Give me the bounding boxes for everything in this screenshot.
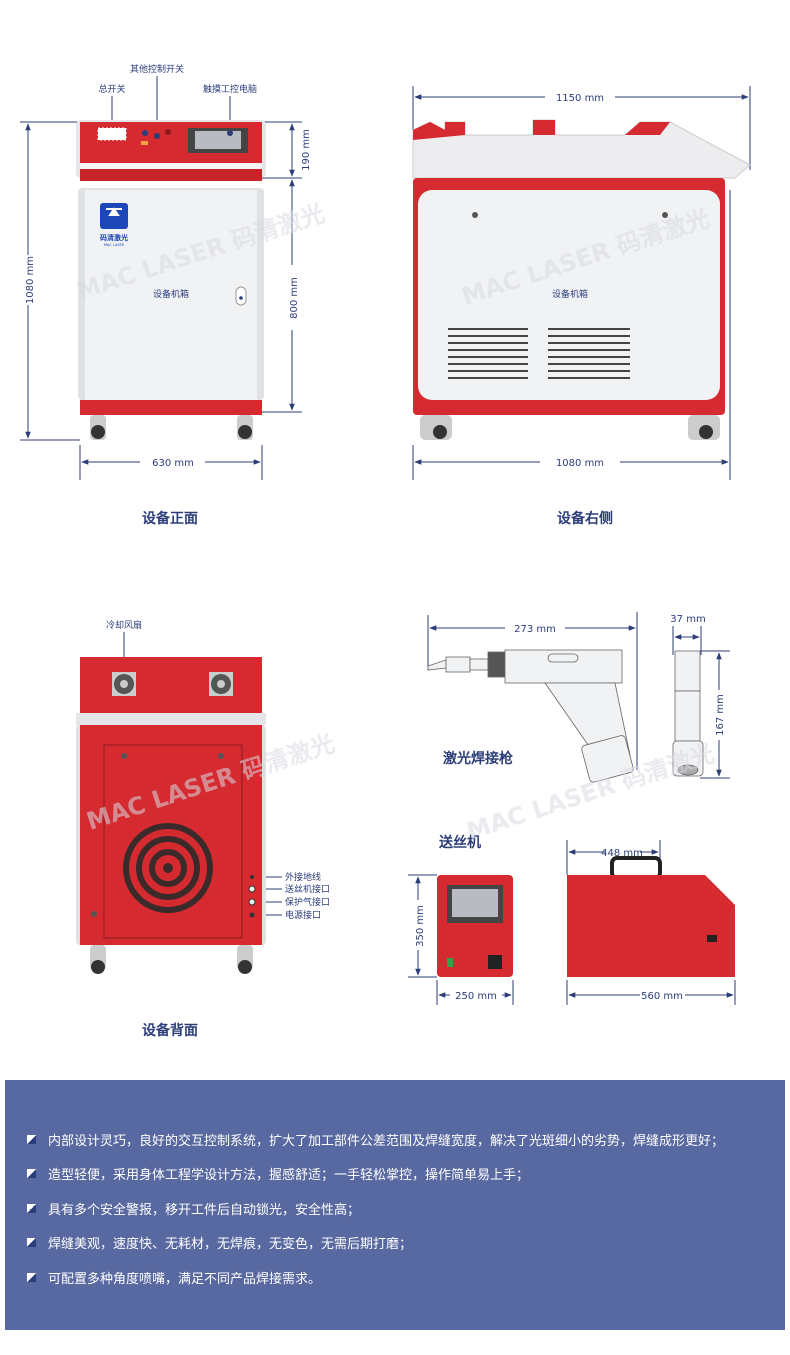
bullet-icon (27, 1135, 36, 1144)
dim-front-width: 630 mm (152, 458, 194, 469)
fan-icon (209, 672, 233, 696)
label-touch-pc: 触摸工控电脑 (203, 83, 257, 95)
feature-item: 可配置多种角度喷嘴，满足不同产品焊接需求。 (27, 1268, 321, 1287)
label-main-switch: 总开关 (98, 83, 125, 95)
caption-side: 设备右侧 (557, 510, 613, 527)
feature-text: 可配置多种角度喷嘴，满足不同产品焊接需求。 (48, 1272, 322, 1287)
dim-gun-width: 37 mm (670, 614, 705, 625)
logo-subtext: MAC LASER (104, 243, 125, 247)
label-side-cabinet: 设备机箱 (552, 288, 588, 300)
feature-text: 具有多个安全警报，移开工件后自动锁光，安全性高； (48, 1203, 361, 1218)
label-cooling-fan: 冷却风扇 (106, 619, 142, 631)
dim-feeder-length: 560 mm (641, 991, 683, 1002)
dim-front-body: 800 mm (289, 277, 300, 319)
caption-back: 设备背面 (142, 1022, 198, 1039)
label-feeder-port: 送丝机接口 (285, 883, 330, 895)
feature-item: 造型轻便，采用身体工程学设计方法，握感舒适；一手轻松掌控，操作简单易上手； (27, 1164, 529, 1183)
label-ground-port: 外接地线 (285, 871, 321, 883)
large-fan-grille (123, 823, 213, 913)
feature-item: 焊缝美观，速度快、无耗材，无焊痕，无变色，无需后期打磨； (27, 1233, 412, 1252)
side-view-machine (412, 119, 751, 440)
label-other-switches: 其他控制开关 (130, 63, 184, 75)
dim-side-base: 1080 mm (556, 458, 604, 469)
dimension-lines (20, 76, 751, 1005)
bullet-icon (27, 1273, 36, 1282)
dim-side-length: 1150 mm (556, 93, 604, 104)
front-view-machine: 码清激光 MAC LASER (76, 120, 266, 440)
fan-icon (112, 672, 136, 696)
dim-front-top: 190 mm (301, 129, 312, 171)
caption-feeder: 送丝机 (438, 834, 481, 851)
feature-text: 内部设计灵巧，良好的交互控制系统，扩大了加工部件公差范围及焊缝宽度，解决了光斑细… (48, 1134, 725, 1149)
label-power-port: 电源接口 (285, 909, 321, 921)
bullet-icon (27, 1204, 36, 1213)
feature-item: 具有多个安全警报，移开工件后自动锁光，安全性高； (27, 1199, 360, 1218)
caption-front: 设备正面 (142, 510, 198, 527)
features-panel: 内部设计灵巧，良好的交互控制系统，扩大了加工部件公差范围及焊缝宽度，解决了光斑细… (5, 1080, 785, 1330)
feature-text: 焊缝美观，速度快、无耗材，无焊痕，无变色，无需后期打磨； (48, 1237, 413, 1252)
wire-feeder-drawing (437, 856, 735, 977)
bullet-icon (27, 1169, 36, 1178)
dim-feeder-height: 350 mm (415, 905, 426, 947)
dim-gun-height: 167 mm (715, 694, 726, 736)
label-front-cabinet: 设备机箱 (153, 288, 189, 300)
welding-gun-drawing (427, 649, 704, 783)
logo-text: 码清激光 (100, 233, 128, 242)
dim-feeder-top: 448 mm (601, 848, 643, 859)
feature-item: 内部设计灵巧，良好的交互控制系统，扩大了加工部件公差范围及焊缝宽度，解决了光斑细… (27, 1130, 724, 1149)
back-view-machine (76, 657, 266, 974)
vent-grilles (448, 328, 630, 379)
label-gas-port: 保护气接口 (285, 896, 330, 908)
dim-gun-length: 273 mm (514, 624, 556, 635)
feature-text: 造型轻便，采用身体工程学设计方法，握感舒适；一手轻松掌控，操作简单易上手； (48, 1168, 530, 1183)
caption-gun: 激光焊接枪 (443, 750, 513, 767)
dim-feeder-width: 250 mm (455, 991, 497, 1002)
dim-front-height: 1080 mm (25, 256, 36, 304)
bullet-icon (27, 1238, 36, 1247)
